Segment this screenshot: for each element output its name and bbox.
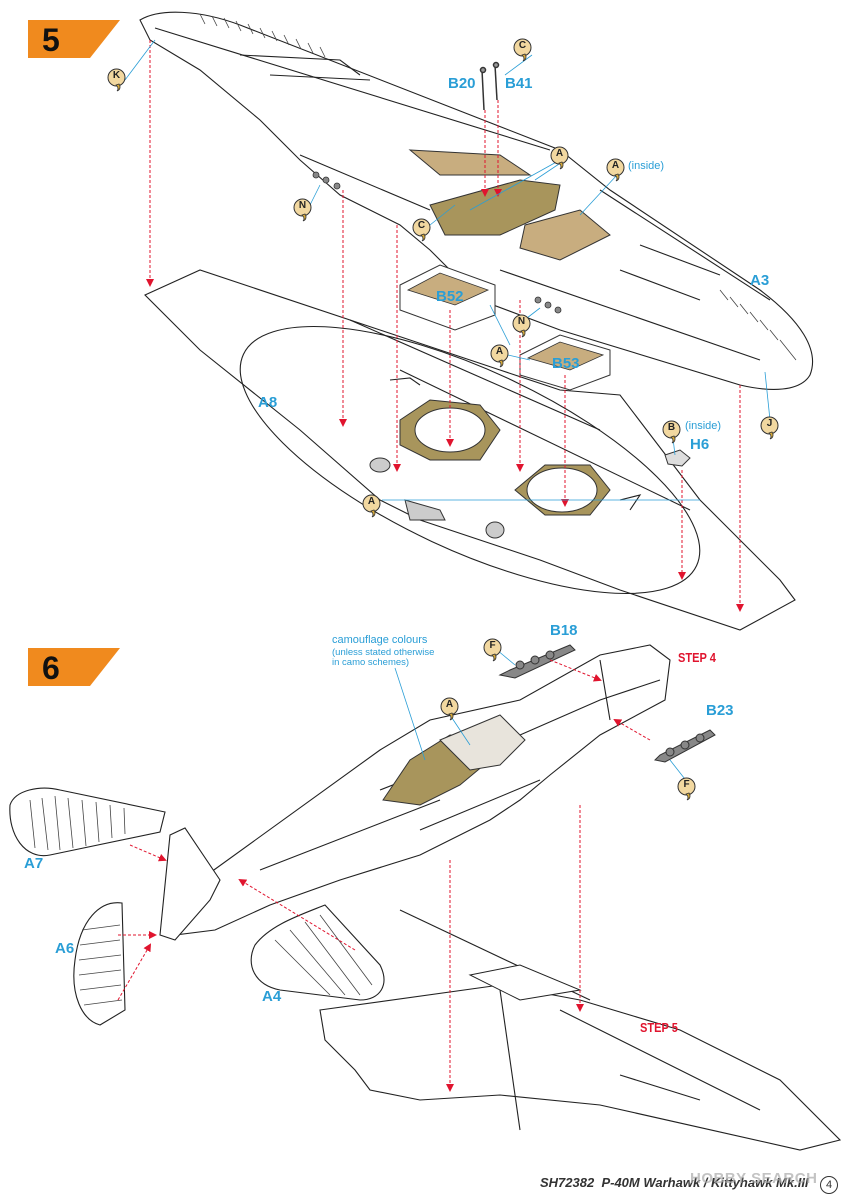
struts-b20-b41 [479, 61, 500, 111]
part-label-b23: B23 [706, 702, 734, 719]
step-6-tab: 6 [28, 648, 120, 686]
watermark: HOBBY SEARCH [690, 1170, 818, 1187]
kit-code: SH72382 [540, 1175, 595, 1190]
camo-note-title: camouflage colours [332, 634, 428, 646]
part-label-b52: B52 [436, 288, 464, 305]
part-label-a4: A4 [262, 988, 282, 1005]
part-label-a8: A8 [258, 394, 278, 411]
colour-callout-k: K [107, 68, 126, 92]
colour-callout-a-cockpit: A [440, 697, 459, 721]
colour-callout-n-right: N [512, 314, 531, 338]
colour-callout-a-mid: A [490, 344, 509, 368]
wheelwell-tan-right [519, 209, 611, 261]
step-5-tab: 5 [28, 20, 120, 58]
kit-title: P-40M Warhawk / Kittyhawk Mk.III [601, 1175, 809, 1190]
step-4-reference: STEP 4 [678, 650, 716, 665]
colour-callout-a-bottom: A [362, 494, 381, 518]
vertical-fin [159, 827, 221, 941]
colour-callout-f-top: F [483, 638, 502, 662]
note-inside-a: (inside) [628, 160, 665, 172]
colour-callout-b: B [662, 420, 681, 444]
part-a7-shape [9, 787, 166, 857]
wing-guns [312, 171, 562, 314]
part-b18-shape [498, 644, 576, 679]
step5-arrows [146, 40, 744, 612]
assembled-wing [319, 909, 842, 1151]
cockpit-floor [429, 179, 561, 236]
step6-arrows [117, 659, 651, 1092]
part-label-b53: B53 [552, 355, 580, 372]
lower-wing [144, 269, 796, 631]
part-h6-shape [664, 449, 691, 467]
part-a6-shape [73, 902, 126, 1026]
colour-callout-n-left: N [293, 198, 312, 222]
part-label-b41: B41 [505, 75, 533, 92]
part-label-a6: A6 [55, 940, 75, 957]
step-6-number: 6 [42, 650, 60, 686]
upper-wing [139, 11, 814, 390]
wheelwell-tan-left [408, 149, 532, 176]
wing-flap-ribs [199, 13, 797, 361]
camo-note-line2: in camo schemes) [332, 657, 410, 668]
colour-callout-a-inside: A [606, 158, 625, 182]
step-5-reference: STEP 5 [640, 1020, 678, 1035]
part-label-b18: B18 [550, 622, 578, 639]
footer-caption: SH72382 P-40M Warhawk / Kittyhawk Mk.III [540, 1175, 809, 1190]
note-inside-b: (inside) [685, 420, 722, 432]
part-b23-shape [653, 729, 716, 763]
step-5-number: 5 [42, 22, 60, 58]
page-number: 4 [820, 1176, 838, 1194]
camo-note-line1: (unless stated otherwise [332, 647, 435, 658]
colour-callout-f-bottom: F [677, 777, 696, 801]
colour-callout-c-left: C [412, 218, 431, 242]
part-a4-shape [250, 904, 385, 1001]
colour-callout-c-top: C [513, 38, 532, 62]
colour-callout-a-top: A [550, 146, 569, 170]
part-label-a3: A3 [750, 272, 770, 289]
part-label-h6: H6 [690, 436, 710, 453]
part-label-a7: A7 [24, 855, 44, 872]
part-label-b20: B20 [448, 75, 476, 92]
colour-callout-j: J [760, 416, 779, 440]
